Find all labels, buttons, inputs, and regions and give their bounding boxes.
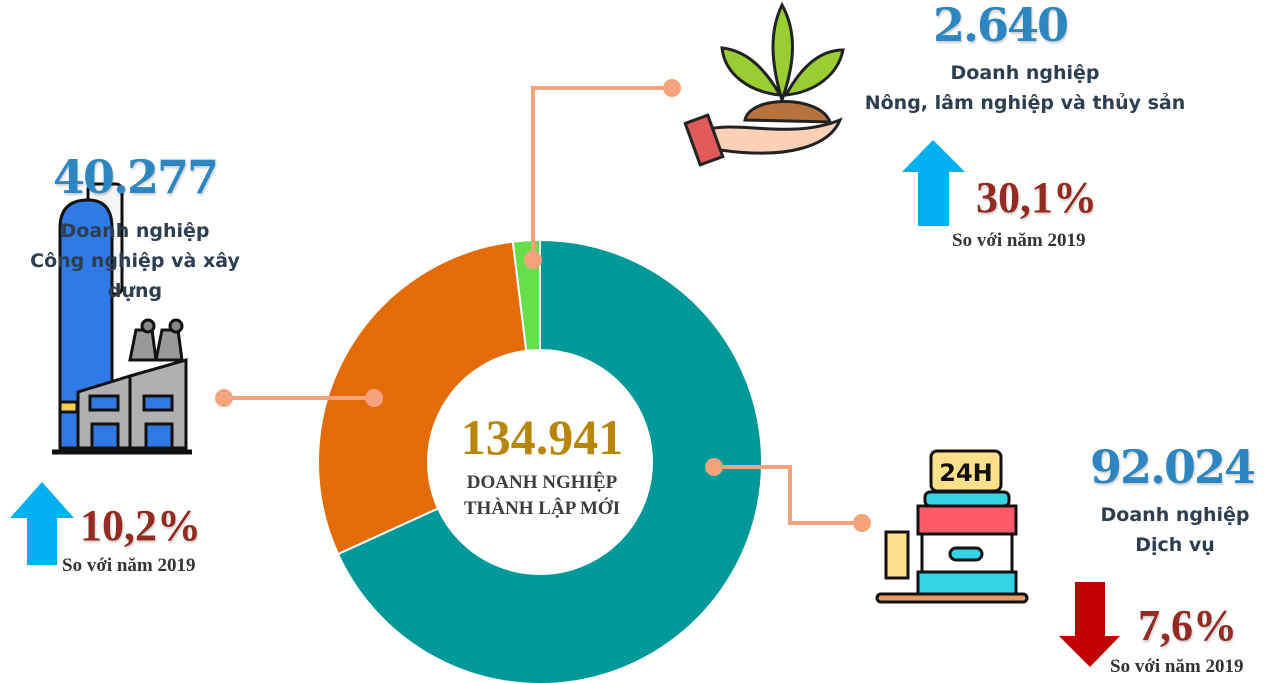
industry-value: 40.277 <box>52 150 219 204</box>
up-arrow-icon <box>902 140 965 226</box>
factory-icon <box>52 182 192 455</box>
connector-dot <box>215 389 233 407</box>
connector-dot <box>663 79 681 97</box>
center-label-line1: DOANH NGHIỆP <box>466 472 618 493</box>
connector-dot <box>853 514 871 532</box>
industry-label-line2: Công nghiệp và xây dựng <box>30 250 240 302</box>
services-label: Doanh nghiệp Dịch vụ <box>1085 500 1265 560</box>
industry-label: Doanh nghiệp Công nghiệp và xây dựng <box>0 216 270 306</box>
center-label-line2: THÀNH LẬP MỚI <box>463 498 621 519</box>
connector-dot <box>705 458 723 476</box>
agriculture-label-line1: Doanh nghiệp <box>950 62 1100 84</box>
industry-change: 10,2% <box>80 501 201 550</box>
services-value: 92.024 <box>1090 440 1256 494</box>
services-compare: So với năm 2019 <box>1110 656 1244 677</box>
industry-compare: So với năm 2019 <box>62 555 196 576</box>
slice-services <box>336 238 763 683</box>
connector-dot <box>524 251 542 269</box>
up-arrow-icon <box>10 482 74 565</box>
center-total: 134.941 <box>460 409 624 465</box>
slice-industry <box>317 240 528 556</box>
services-label-line1: Doanh nghiệp <box>1100 504 1250 526</box>
agriculture-value: 2.640 <box>932 0 1069 52</box>
agriculture-label-line2: Nông, lâm nghiệp và thủy sản <box>864 92 1186 114</box>
connector-dot <box>365 389 383 407</box>
agriculture-label: Doanh nghiệp Nông, lâm nghiệp và thủy sả… <box>860 58 1190 118</box>
down-arrow-icon <box>1059 582 1120 667</box>
connector-agriculture <box>531 86 672 260</box>
shop-24h-icon: 24H <box>875 449 1029 604</box>
services-label-line2: Dịch vụ <box>1135 534 1215 556</box>
agriculture-change: 30,1% <box>976 173 1097 222</box>
shop-sign-text: 24H <box>939 459 992 487</box>
agriculture-compare: So với năm 2019 <box>952 230 1086 251</box>
connector-services <box>714 465 862 525</box>
plant-in-hand-icon <box>683 1 845 167</box>
services-change: 7,6% <box>1138 601 1237 650</box>
center-label: DOANH NGHIỆP THÀNH LẬP MỚI <box>422 470 662 522</box>
industry-label-line1: Doanh nghiệp <box>60 220 210 242</box>
connectors <box>224 86 862 525</box>
